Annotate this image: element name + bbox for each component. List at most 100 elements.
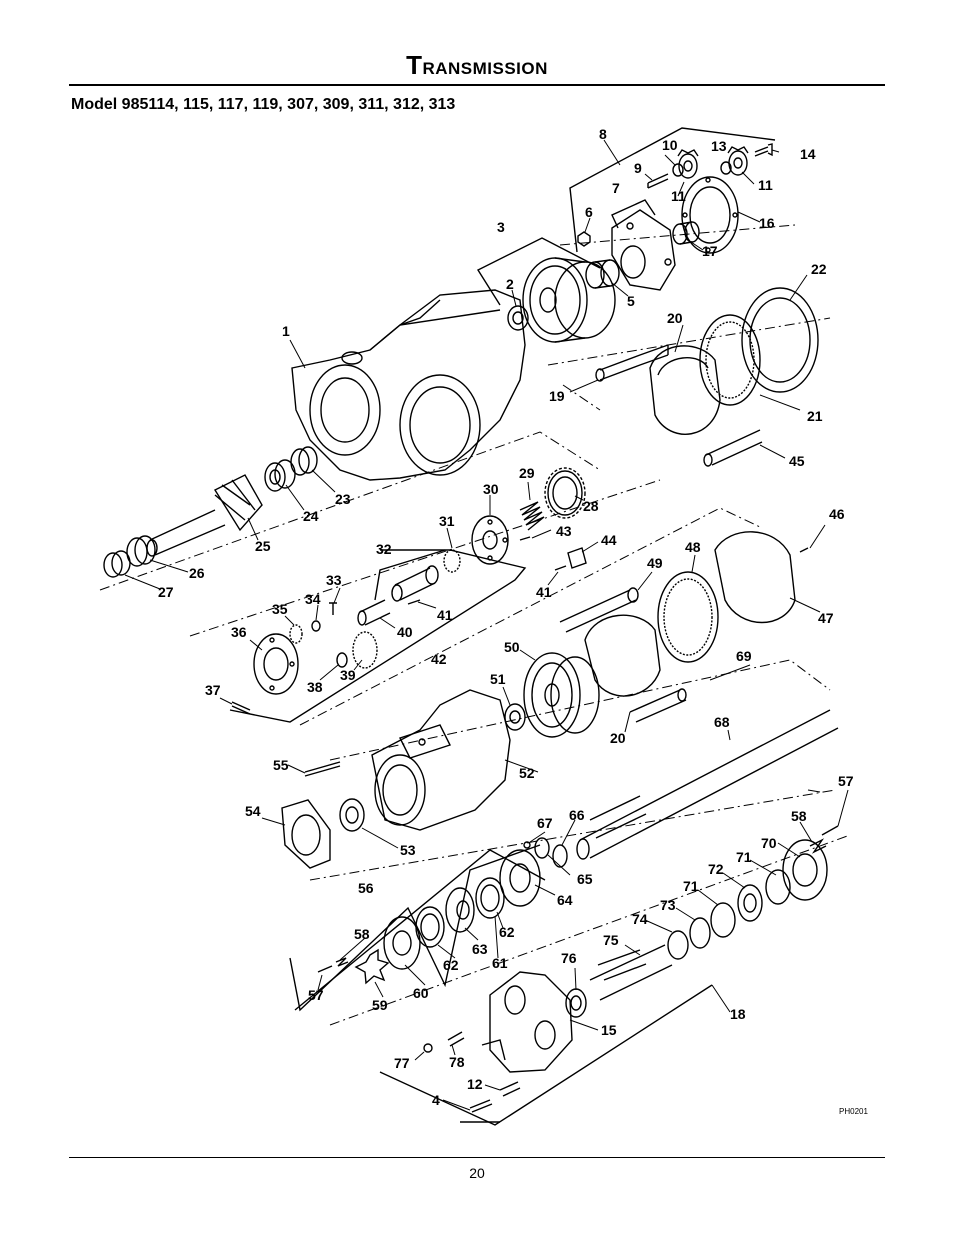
part-label: 72: [708, 861, 724, 877]
bearing-76: [565, 988, 587, 1018]
shaft-68: [576, 709, 839, 860]
part-label: 54: [245, 803, 261, 819]
carrier-30: [471, 515, 509, 565]
drawing-code: PH0201: [839, 1107, 868, 1116]
screw-14: [754, 143, 773, 157]
header-rule: [69, 84, 885, 86]
pulley-3: [522, 257, 616, 343]
part-label: 41: [536, 584, 552, 600]
collar-34: [311, 620, 321, 632]
pin-38: [336, 652, 348, 668]
part-label: 66: [569, 807, 585, 823]
spring-29: [519, 501, 545, 531]
cover-22: [741, 287, 819, 393]
pin-9: [647, 173, 669, 189]
nut-77: [423, 1043, 433, 1053]
gasket-54: [281, 799, 331, 869]
part-label: 57: [308, 987, 324, 1003]
part-label: 73: [660, 897, 676, 913]
part-label: 2: [506, 276, 514, 292]
plate-16: [681, 176, 739, 254]
part-label: 34: [305, 591, 321, 607]
part-12: [499, 1081, 521, 1097]
splined-shaft-75: [589, 944, 673, 1001]
shaft-49: [559, 589, 637, 633]
part-label: 9: [634, 160, 642, 176]
seal-53: [339, 798, 365, 832]
part-label: 48: [685, 539, 701, 555]
part-label: 59: [372, 997, 388, 1013]
part-labels: 1 2 3 4 5 6 7 8 9 10 11 11 12 13 14 15 1…: [158, 126, 854, 1108]
bearing-27: [103, 550, 131, 578]
part-label: 70: [761, 835, 777, 851]
part-label: 62: [443, 957, 459, 973]
part-label: 51: [490, 671, 506, 687]
bearing-24: [264, 459, 296, 492]
ring-71a: [765, 869, 791, 905]
part-label: 8: [599, 126, 607, 142]
part-label: 11: [671, 188, 686, 204]
part-label: 42: [431, 651, 447, 667]
star-59: [354, 948, 390, 985]
part-label: 1: [282, 323, 290, 339]
plate-70: [782, 839, 828, 901]
part-label: 33: [326, 572, 342, 588]
gear-31: [443, 549, 461, 573]
part-label: 52: [519, 765, 535, 781]
part-label: 23: [335, 491, 351, 507]
part-label: 20: [667, 310, 683, 326]
part-label: 46: [829, 506, 845, 522]
part-label: 13: [711, 138, 727, 154]
model-subtitle: Model 985114, 115, 117, 119, 307, 309, 3…: [71, 96, 456, 113]
pin-69: [629, 689, 687, 723]
carrier-plate-7: [611, 209, 676, 291]
bearing-73: [689, 917, 711, 949]
part-label: 74: [632, 911, 648, 927]
screw-41b: [554, 565, 567, 571]
part-label: 30: [483, 481, 499, 497]
part-label: 5: [627, 293, 635, 309]
axle-housing-15: [481, 971, 573, 1073]
part-label: 58: [354, 926, 370, 942]
bearing-72: [737, 884, 763, 922]
stud-78: [447, 1031, 465, 1047]
screw-4: [469, 1099, 493, 1113]
screw-33: [329, 602, 337, 615]
part-label: 71: [736, 849, 752, 865]
part-label: 64: [557, 892, 573, 908]
ring-74: [667, 930, 689, 960]
part-label: 40: [397, 624, 413, 640]
part-label: 21: [807, 408, 823, 424]
part-label: 65: [577, 871, 593, 887]
pulley-50: [523, 652, 600, 738]
brake-band-47: [714, 531, 796, 624]
snap-ring-65: [534, 837, 550, 859]
part-label: 31: [439, 513, 455, 529]
part-label: 10: [662, 137, 678, 153]
part-label: 22: [811, 261, 827, 277]
gear-39: [352, 631, 378, 669]
bushing-5: [585, 259, 620, 289]
part-label: 41: [437, 607, 453, 623]
part-label: 61: [492, 955, 508, 971]
page-number: 20: [469, 1165, 485, 1181]
washer-2: [507, 305, 529, 331]
part-label: 36: [231, 624, 247, 640]
part-label: 4: [432, 1092, 440, 1108]
part-label: 29: [519, 465, 535, 481]
part-label: 19: [549, 388, 565, 404]
screw-67: [523, 841, 531, 849]
part-label: 26: [189, 565, 205, 581]
bearing-63: [445, 887, 475, 933]
part-label: 28: [583, 498, 599, 514]
part-label: 11: [758, 177, 773, 193]
gear-28: [544, 467, 586, 519]
bracket-44: [567, 547, 587, 569]
plate-61: [475, 877, 505, 919]
footer-rule: [69, 1157, 885, 1158]
part-label: 78: [449, 1054, 465, 1070]
part-label: 53: [400, 842, 416, 858]
housing-52: [371, 689, 511, 831]
screw-37: [231, 701, 251, 715]
